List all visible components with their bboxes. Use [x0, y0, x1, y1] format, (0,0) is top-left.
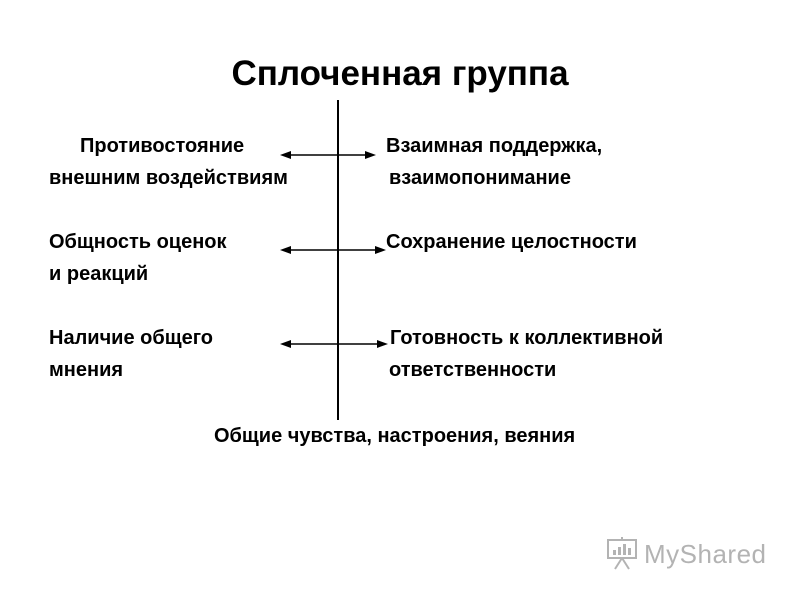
right-item-1-line-2: взаимопонимание — [389, 167, 571, 189]
double-arrow-1 — [280, 151, 376, 159]
vertical-divider-line — [337, 100, 339, 420]
left-item-3-line-1: Наличие общего — [49, 327, 214, 349]
double-arrow-3 — [280, 340, 388, 348]
right-item-2-line-1: Сохранение целостности — [386, 231, 637, 253]
presentation-board-icon — [607, 537, 637, 570]
left-item-2-line-1: Общность оценок — [49, 231, 227, 253]
bottom-caption: Общие чувства, настроения, веяния — [214, 425, 576, 447]
myshared-watermark: MyShared — [606, 534, 767, 574]
watermark-text: MyShared — [644, 538, 767, 569]
left-item-1-line-2: внешним воздействиям — [49, 167, 288, 189]
double-arrow-2 — [280, 246, 386, 254]
left-item-1-line-1: Противостояние — [80, 135, 245, 157]
left-item-3-line-2: мнения — [49, 359, 124, 381]
right-item-3-line-1: Готовность к коллективной — [390, 327, 664, 349]
left-item-2-line-2: и реакций — [49, 263, 149, 285]
diagram-title: Сплоченная группа — [231, 54, 569, 93]
right-item-1-line-1: Взаимная поддержка, — [386, 135, 603, 157]
right-item-3-line-2: ответственности — [389, 359, 557, 381]
